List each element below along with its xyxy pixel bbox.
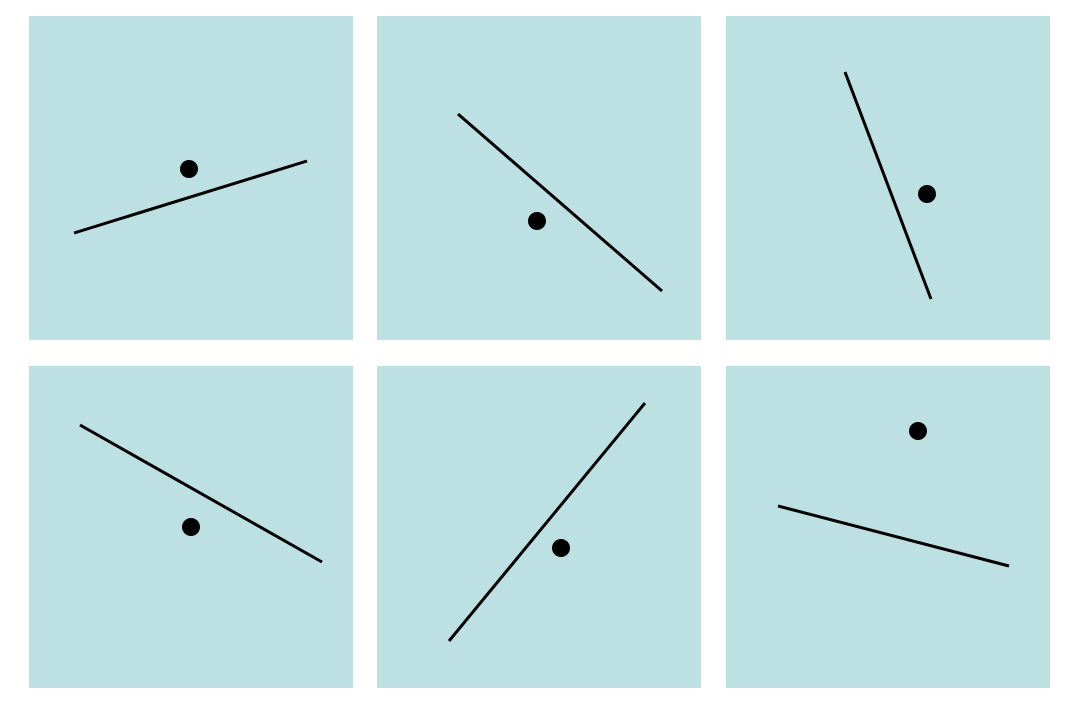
- panel-6-dot: [909, 422, 927, 440]
- panel-2-background: [377, 16, 701, 340]
- panel-4-line: [79, 423, 323, 564]
- panel-1-line: [73, 159, 308, 235]
- panel-6-background: [726, 366, 1050, 688]
- panel-6: [726, 366, 1050, 688]
- panel-6-line: [777, 504, 1010, 568]
- panel-3-background: [726, 16, 1050, 340]
- panel-5-background: [377, 366, 701, 688]
- panel-5-line: [447, 402, 647, 642]
- panel-3-dot: [918, 185, 936, 203]
- panel-1-background: [29, 16, 353, 340]
- panel-4: [29, 366, 353, 688]
- panel-5: [377, 366, 701, 688]
- panel-1-dot: [180, 160, 198, 178]
- panel-3-line: [843, 71, 933, 300]
- panel-4-dot: [182, 518, 200, 536]
- panel-1: [29, 16, 353, 340]
- panel-3: [726, 16, 1050, 340]
- panel-5-dot: [552, 539, 570, 557]
- panel-2-dot: [528, 212, 546, 230]
- panel-2: [377, 16, 701, 340]
- panel-2-line: [457, 112, 663, 293]
